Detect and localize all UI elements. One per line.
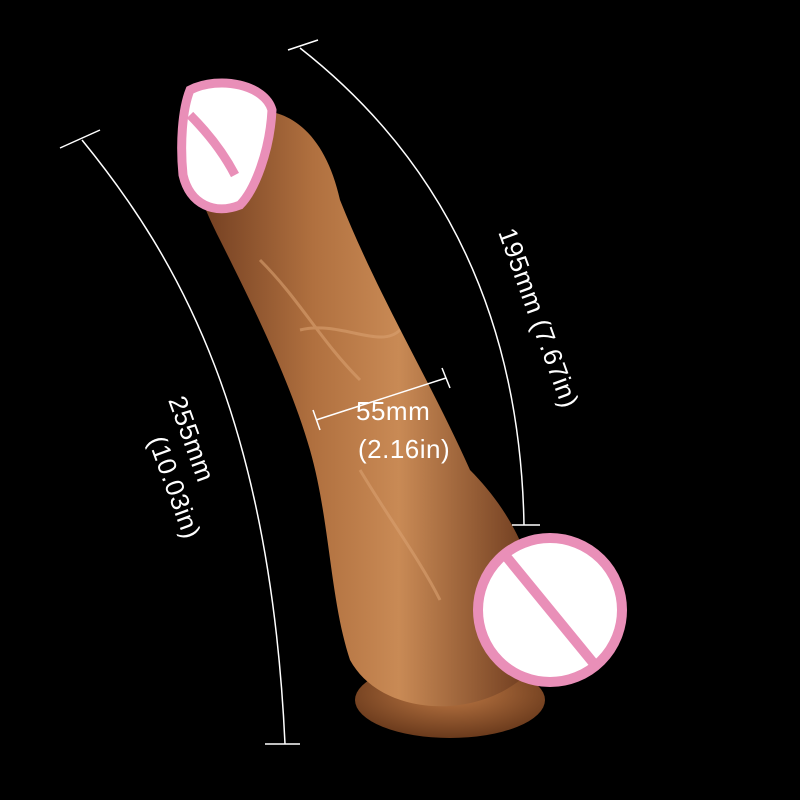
diameter-in: (2.16in) [358, 434, 450, 464]
product-shaft [192, 110, 537, 707]
tip-censor [177, 78, 277, 214]
base-censor [473, 533, 627, 687]
diameter-mm: 55mm [356, 396, 430, 426]
diameter-measure: 55mm (2.16in) [312, 367, 451, 464]
vein-texture [258, 258, 442, 601]
insertable-length-label: 195mm (7.67in) [492, 224, 585, 412]
